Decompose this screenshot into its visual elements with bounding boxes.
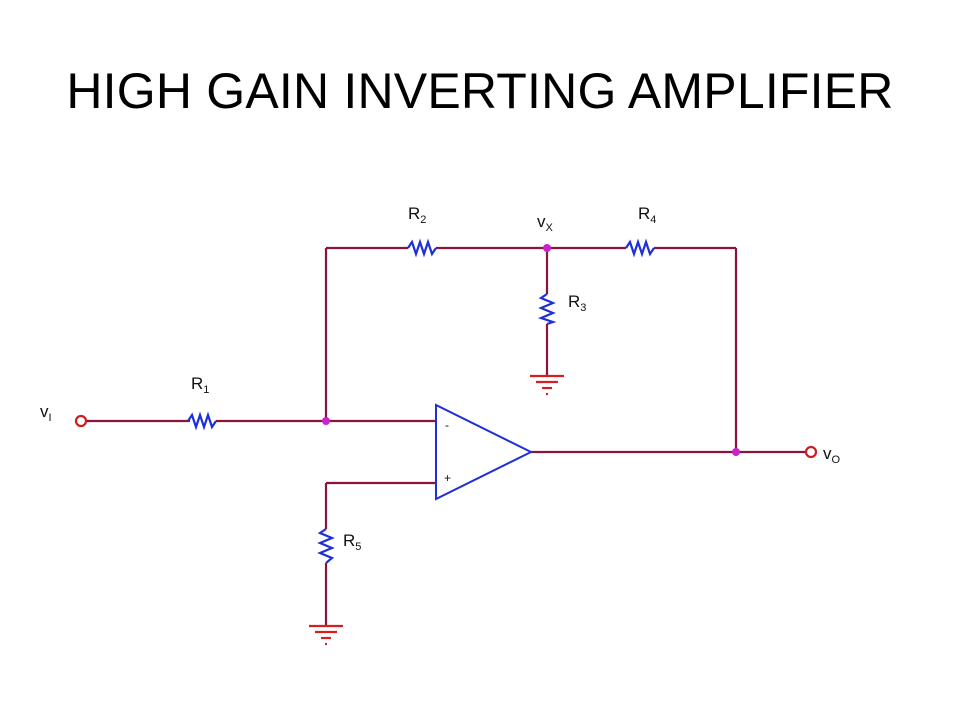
terminal-input bbox=[74, 414, 88, 428]
ground-r5 bbox=[309, 624, 343, 646]
ground-r3 bbox=[530, 374, 564, 396]
node-inverting-junction bbox=[322, 417, 330, 425]
label-r4: R4 bbox=[638, 204, 656, 226]
resistor-r5 bbox=[317, 528, 335, 564]
resistor-r4 bbox=[625, 238, 655, 258]
label-r5: R5 bbox=[343, 531, 361, 553]
terminal-output bbox=[804, 445, 818, 459]
opamp-noninverting-sign: + bbox=[444, 471, 451, 485]
node-output-junction bbox=[732, 448, 740, 456]
label-vx: vX bbox=[537, 212, 554, 234]
label-vo: vO bbox=[823, 444, 841, 466]
opamp-inverting-sign: - bbox=[445, 418, 449, 432]
label-vi: vI bbox=[40, 402, 52, 424]
resistor-r2 bbox=[407, 238, 437, 258]
resistor-r3 bbox=[537, 293, 557, 326]
label-r3: R3 bbox=[568, 292, 586, 314]
label-r2: R2 bbox=[408, 204, 426, 226]
resistor-r1 bbox=[187, 411, 217, 431]
node-vx bbox=[543, 244, 551, 252]
page-title: HIGH GAIN INVERTING AMPLIFIER bbox=[66, 63, 894, 119]
opamp bbox=[435, 403, 534, 501]
label-r1: R1 bbox=[191, 374, 209, 396]
